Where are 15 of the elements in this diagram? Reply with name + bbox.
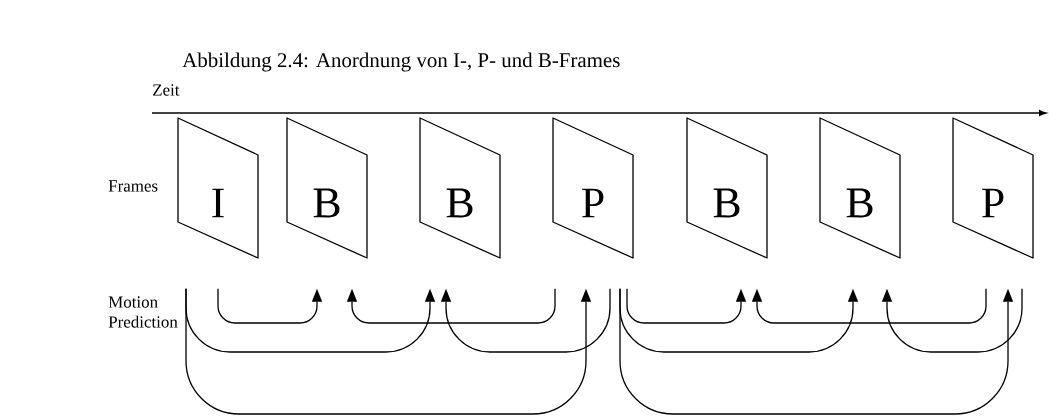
row-label: Frames xyxy=(108,180,158,192)
video-frame: P xyxy=(952,117,1034,259)
caption: Abbildung 2.4: Anordnung von I-, P- und B-Frames xyxy=(182,52,620,72)
video-frame: B xyxy=(819,117,901,259)
prediction-arrow xyxy=(881,288,1023,353)
video-frame: B xyxy=(686,117,768,259)
prediction-arrow xyxy=(346,288,556,324)
video-frame: I xyxy=(177,117,259,259)
video-frame: P xyxy=(552,117,634,259)
axis-label: Zeit xyxy=(153,84,180,96)
video-frame: B xyxy=(419,117,501,259)
prediction-arrow xyxy=(440,288,611,353)
row-label: Motion Prediction xyxy=(108,296,178,328)
video-frame: B xyxy=(286,117,368,259)
prediction-arrow xyxy=(751,288,987,324)
